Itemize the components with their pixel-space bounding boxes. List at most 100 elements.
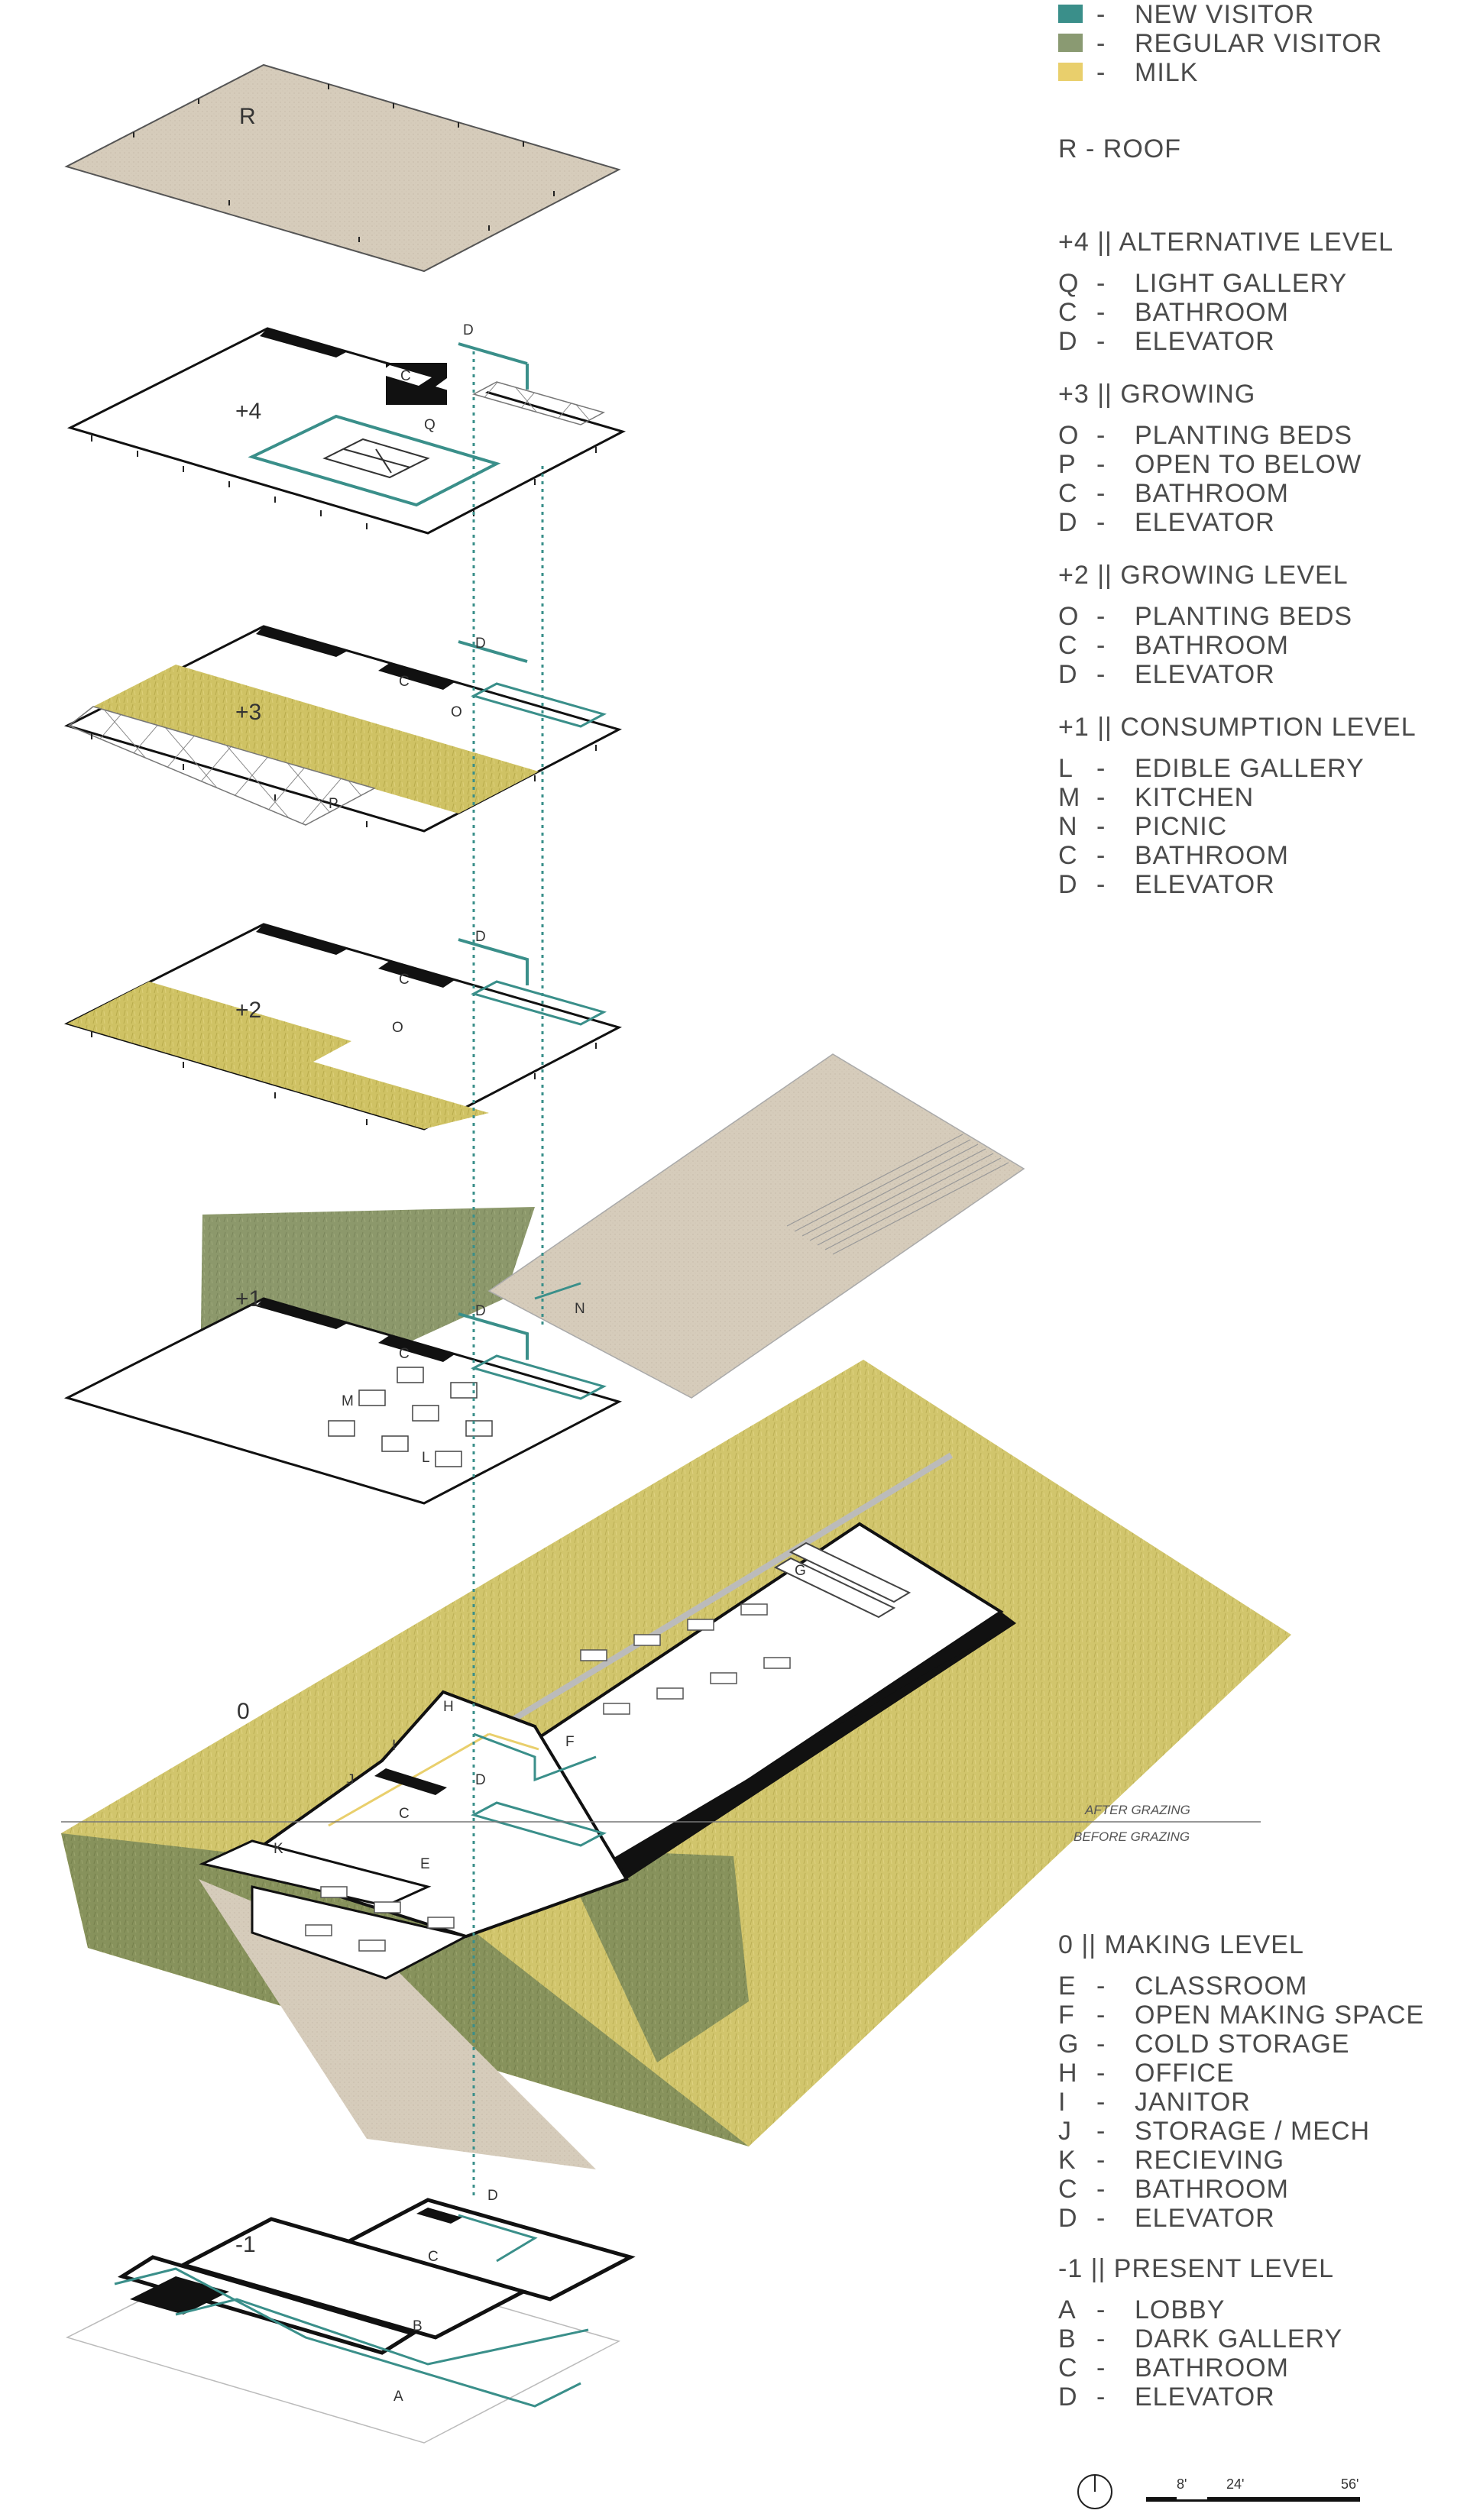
item-label: PLANTING BEDS bbox=[1135, 421, 1353, 450]
legend-item: O-PLANTING BEDS bbox=[1058, 421, 1456, 450]
legend-item: C-BATHROOM bbox=[1058, 841, 1456, 870]
circulation-lines bbox=[472, 351, 544, 2200]
item-dash: - bbox=[1096, 2088, 1106, 2117]
level-label-plus1: +1 bbox=[235, 1286, 261, 1312]
room-label-l: L bbox=[422, 1450, 430, 1466]
room-label-m: M bbox=[342, 1393, 354, 1409]
level-plus3 bbox=[63, 625, 623, 833]
legend-item: O-PLANTING BEDS bbox=[1058, 602, 1456, 631]
legend-item: C-BATHROOM bbox=[1058, 298, 1456, 327]
grazing-before-label: BEFORE GRAZING bbox=[1074, 1829, 1190, 1844]
item-code: D bbox=[1058, 2204, 1078, 2233]
group-plus3: +3 || GROWING O-PLANTING BEDS P-OPEN TO … bbox=[1058, 380, 1456, 537]
room-label-g: G bbox=[795, 1563, 806, 1579]
item-code: Q bbox=[1058, 269, 1080, 298]
item-code: A bbox=[1058, 2295, 1077, 2324]
level-minus1 bbox=[65, 2198, 636, 2444]
tables bbox=[328, 1367, 493, 1467]
level-plus1 bbox=[63, 1053, 1025, 1505]
item-dash: - bbox=[1096, 812, 1106, 841]
room-label-f: F bbox=[565, 1734, 575, 1750]
item-dash: - bbox=[1096, 450, 1106, 479]
legend-item: I-JANITOR bbox=[1058, 2088, 1456, 2117]
item-code: D bbox=[1058, 870, 1078, 899]
level-0 bbox=[61, 1360, 1291, 2169]
item-label: KITCHEN bbox=[1135, 783, 1255, 812]
item-label: BATHROOM bbox=[1135, 479, 1289, 508]
item-code: L bbox=[1058, 754, 1074, 783]
item-label: OPEN TO BELOW bbox=[1135, 450, 1362, 479]
item-code: D bbox=[1058, 508, 1078, 537]
item-label: ELEVATOR bbox=[1135, 870, 1275, 899]
level-plus2 bbox=[63, 923, 623, 1131]
workbenches bbox=[305, 1603, 791, 1952]
item-label: OPEN MAKING SPACE bbox=[1135, 2001, 1425, 2030]
item-label: STORAGE / MECH bbox=[1135, 2117, 1371, 2146]
level-label-plus2: +2 bbox=[235, 998, 261, 1023]
legend-item: A-LOBBY bbox=[1058, 2295, 1456, 2324]
legend-item: G-COLD STORAGE bbox=[1058, 2030, 1456, 2059]
item-code: O bbox=[1058, 602, 1080, 631]
key-regular-visitor: - REGULAR VISITOR bbox=[1058, 29, 1456, 58]
item-label: CLASSROOM bbox=[1135, 1972, 1308, 2001]
item-label: COLD STORAGE bbox=[1135, 2030, 1350, 2059]
grazing-after-label: AFTER GRAZING bbox=[1084, 1803, 1190, 1817]
item-label: ELEVATOR bbox=[1135, 508, 1275, 537]
item-code: H bbox=[1058, 2059, 1078, 2088]
room-label-n: N bbox=[575, 1301, 585, 1317]
item-code: C bbox=[1058, 479, 1078, 508]
roof-edge-ticks bbox=[133, 84, 555, 242]
item-code: J bbox=[1058, 2117, 1072, 2146]
item-dash: - bbox=[1096, 508, 1106, 537]
item-label: PICNIC bbox=[1135, 812, 1228, 841]
item-code: C bbox=[1058, 841, 1078, 870]
room-label-c-m1: C bbox=[428, 2249, 439, 2265]
legend-item: F-OPEN MAKING SPACE bbox=[1058, 2001, 1456, 2030]
item-label: ELEVATOR bbox=[1135, 2383, 1275, 2412]
room-label-d-2: D bbox=[475, 929, 486, 945]
level-label-roof: R bbox=[239, 104, 256, 129]
room-label-a: A bbox=[393, 2389, 403, 2405]
item-label: LIGHT GALLERY bbox=[1135, 269, 1348, 298]
swatch-olive bbox=[1058, 34, 1083, 52]
item-code: F bbox=[1058, 2001, 1075, 2030]
item-code: C bbox=[1058, 2353, 1078, 2383]
legend-item: N-PICNIC bbox=[1058, 812, 1456, 841]
item-label: JANITOR bbox=[1135, 2088, 1251, 2117]
item-code: K bbox=[1058, 2146, 1077, 2175]
scale-label-8: 8' bbox=[1177, 2476, 1187, 2492]
room-label-c-0: C bbox=[399, 1806, 410, 1822]
swatch-yellow bbox=[1058, 63, 1083, 81]
item-dash: - bbox=[1096, 2353, 1106, 2383]
item-code: G bbox=[1058, 2030, 1080, 2059]
roof-note: R - ROOF bbox=[1058, 134, 1181, 163]
item-code: N bbox=[1058, 812, 1078, 841]
room-label-k: K bbox=[274, 1841, 283, 1857]
scale-label-24: 24' bbox=[1226, 2476, 1244, 2492]
legend-item: J-STORAGE / MECH bbox=[1058, 2117, 1456, 2146]
item-dash: - bbox=[1096, 754, 1106, 783]
legend-item: P-OPEN TO BELOW bbox=[1058, 450, 1456, 479]
item-code: E bbox=[1058, 1972, 1077, 2001]
item-label: BATHROOM bbox=[1135, 2175, 1289, 2204]
key-dash: - bbox=[1096, 29, 1106, 58]
legend-item: C-BATHROOM bbox=[1058, 2353, 1456, 2383]
legend-item: K-RECIEVING bbox=[1058, 2146, 1456, 2175]
item-dash: - bbox=[1096, 2175, 1106, 2204]
room-label-p: P bbox=[329, 796, 338, 812]
key-dash: - bbox=[1096, 0, 1106, 29]
item-label: BATHROOM bbox=[1135, 841, 1289, 870]
item-dash: - bbox=[1096, 2059, 1106, 2088]
item-code: B bbox=[1058, 2324, 1077, 2353]
item-dash: - bbox=[1096, 479, 1106, 508]
group-title: +2 || GROWING LEVEL bbox=[1058, 561, 1349, 590]
key-dash: - bbox=[1096, 58, 1106, 87]
legend-item: E-CLASSROOM bbox=[1058, 1972, 1456, 2001]
room-label-b: B bbox=[413, 2318, 423, 2334]
legend-item: D-ELEVATOR bbox=[1058, 2383, 1456, 2412]
level-label-0: 0 bbox=[237, 1699, 250, 1724]
legend-item: D-ELEVATOR bbox=[1058, 870, 1456, 899]
upper-groups: +4 || ALTERNATIVE LEVEL Q-LIGHT GALLERY … bbox=[1058, 228, 1456, 899]
legend-item: C-BATHROOM bbox=[1058, 631, 1456, 660]
legend-item: H-OFFICE bbox=[1058, 2059, 1456, 2088]
